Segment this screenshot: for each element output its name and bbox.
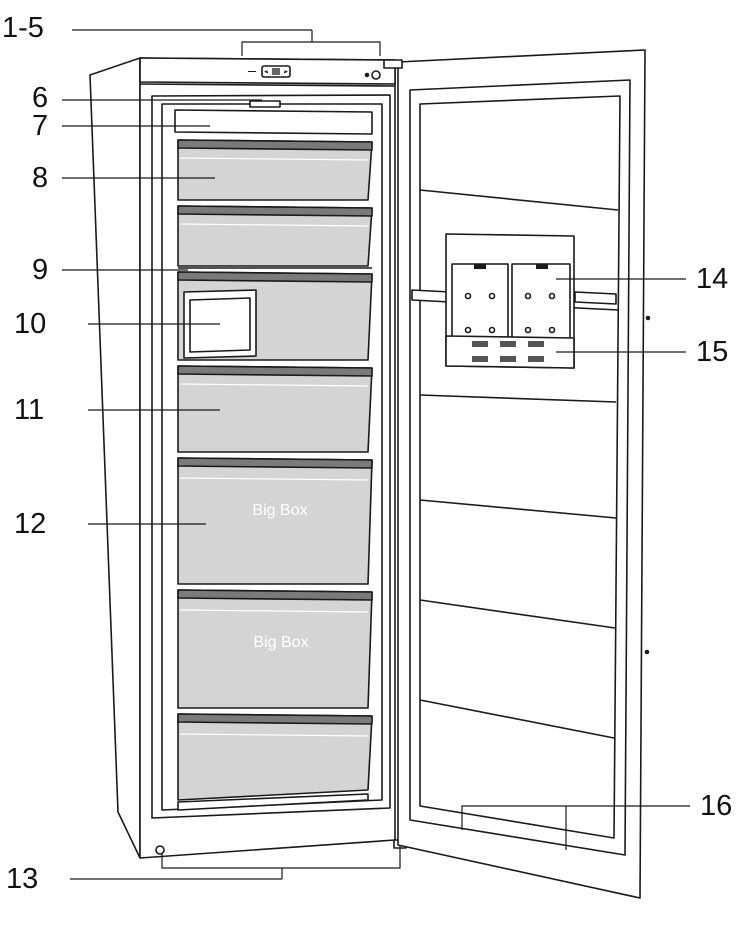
freezer-calendar [445, 335, 575, 369]
foot-left [155, 845, 165, 855]
callout-16: 16 [700, 790, 733, 822]
door-inner-panel [409, 79, 631, 856]
callout-6: 6 [32, 82, 49, 114]
top-cover [174, 109, 373, 135]
cold-accumulator-left [451, 263, 509, 341]
callout-14: 14 [696, 263, 729, 295]
big-box-label-upper: Big Box [252, 502, 307, 519]
bottom-vent [177, 793, 369, 811]
cold-accumulator-right [511, 263, 571, 341]
drawer-big-box-upper [177, 457, 373, 585]
drawer-bottom [177, 713, 373, 801]
interior-light [249, 100, 281, 108]
callout-15: 15 [696, 336, 729, 368]
callout-13: 13 [6, 863, 39, 895]
callout-7: 7 [32, 110, 49, 142]
callout-9: 9 [32, 254, 49, 286]
callout-10: 10 [14, 308, 47, 340]
power-button [371, 70, 381, 80]
drawer-4 [177, 365, 373, 453]
door-hinge-top [383, 59, 403, 69]
big-box-label-lower: Big Box [253, 634, 308, 651]
interior-liner [151, 94, 391, 819]
callout-8: 8 [32, 162, 49, 194]
callout-12: 12 [14, 508, 47, 540]
callout-11: 11 [14, 394, 45, 426]
callout-1-5: 1-5 [2, 12, 44, 44]
